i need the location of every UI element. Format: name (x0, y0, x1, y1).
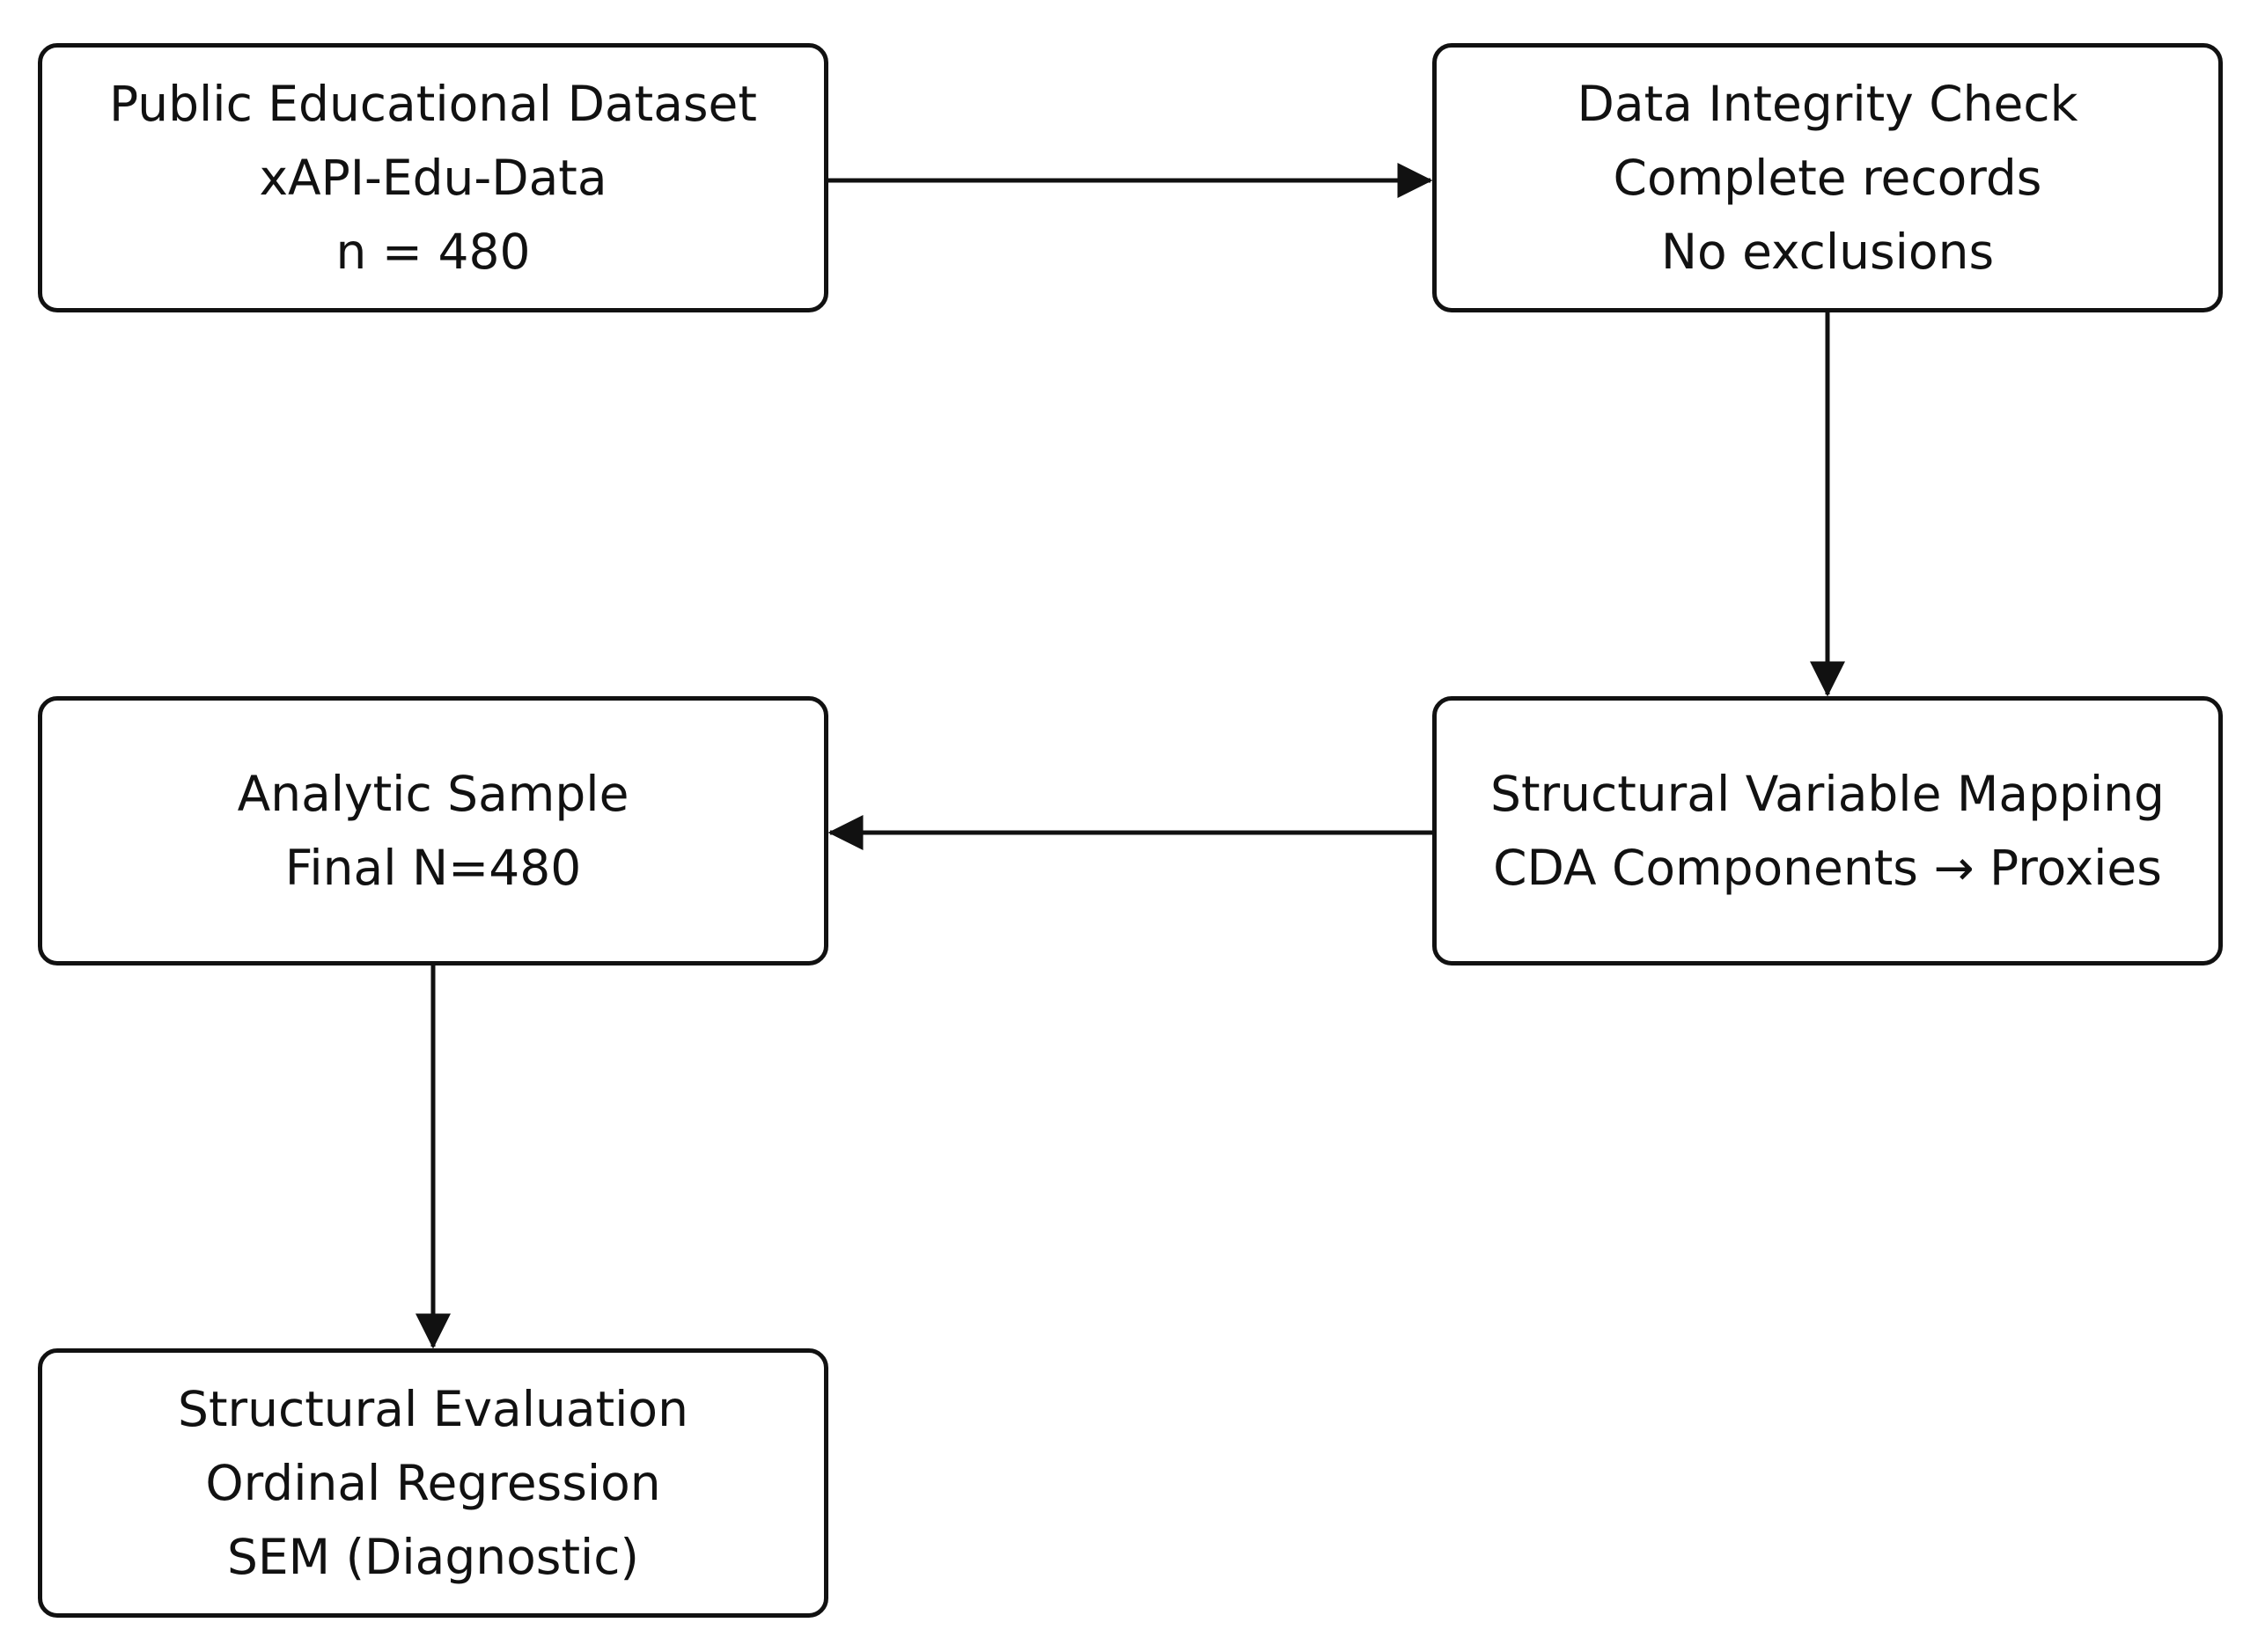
node-data-integrity-detail-1: Complete records (1613, 150, 2042, 206)
node-analytic-title: Analytic Sample (237, 766, 629, 822)
node-mapping-title: Structural Variable Mapping (1490, 766, 2165, 822)
node-public-dataset: Public Educational Dataset xAPI-Edu-Data… (38, 43, 828, 312)
node-public-dataset-count: n = 480 (335, 224, 531, 280)
node-public-dataset-name: xAPI-Edu-Data (259, 150, 607, 206)
node-data-integrity-check: Data Integrity Check Complete records No… (1432, 43, 2223, 312)
node-analytic-sample: Analytic Sample Final N=480 (38, 696, 828, 966)
node-evaluation-method-1: Ordinal Regression (205, 1455, 661, 1511)
node-evaluation-title: Structural Evaluation (178, 1381, 688, 1437)
node-analytic-count: Final N=480 (284, 840, 582, 896)
node-data-integrity-title: Data Integrity Check (1577, 76, 2078, 132)
node-structural-evaluation: Structural Evaluation Ordinal Regression… (38, 1348, 828, 1618)
node-mapping-detail: CDA Components → Proxies (1493, 840, 2162, 896)
node-evaluation-method-2: SEM (Diagnostic) (226, 1529, 639, 1585)
node-structural-variable-mapping: Structural Variable Mapping CDA Componen… (1432, 696, 2223, 966)
node-data-integrity-detail-2: No exclusions (1660, 224, 1995, 280)
node-public-dataset-title: Public Educational Dataset (109, 76, 757, 132)
